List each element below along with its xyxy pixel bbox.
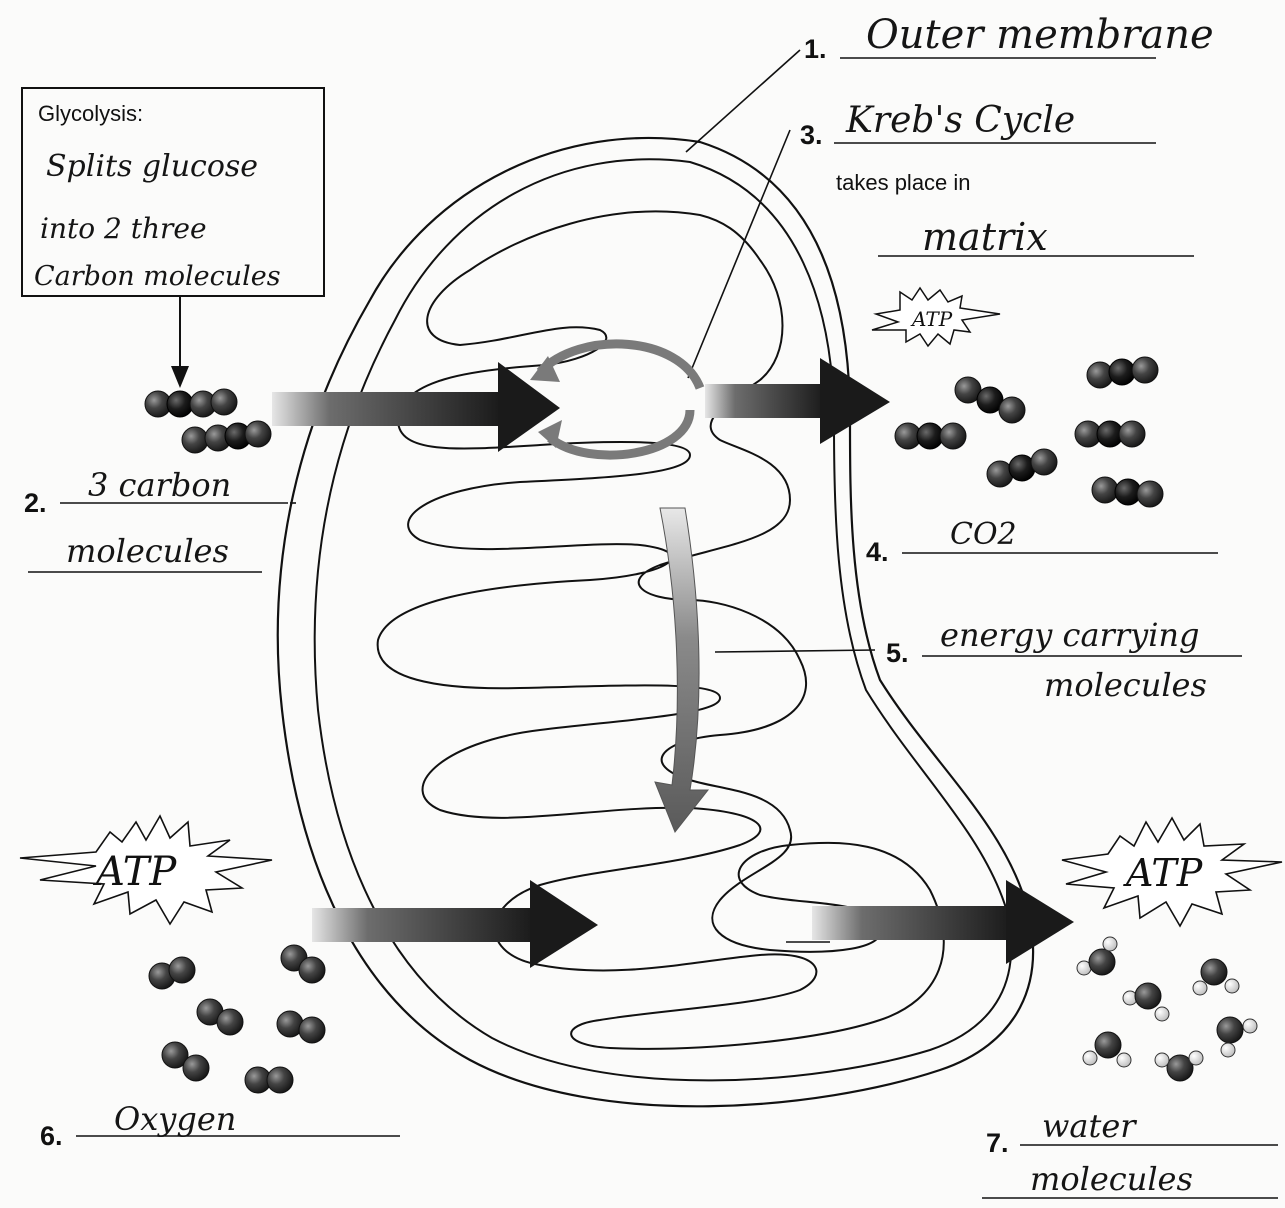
label-number: 4. <box>866 537 889 567</box>
oxygen-molecule-icon <box>149 945 325 1093</box>
atp-burst-icon: ATP <box>20 816 272 924</box>
answer-text: molecules <box>66 532 229 570</box>
atp-label-left: ATP <box>92 849 177 895</box>
arrow-oxygen-in <box>312 880 598 968</box>
co2-molecule-icon <box>895 357 1163 507</box>
glycolysis-heading: Glycolysis: <box>38 101 143 126</box>
answer-text: water <box>1042 1107 1137 1145</box>
answer-text-matrix: matrix <box>922 215 1048 259</box>
mitochondrion <box>278 138 1033 1106</box>
arrow-out-co2 <box>705 358 890 444</box>
atp-burst-icon: ATP <box>1062 818 1282 926</box>
label-3-krebs-cycle: 3. Kreb's Cycle takes place in matrix <box>800 100 1194 259</box>
answer-text: Kreb's Cycle <box>845 100 1075 141</box>
glycolysis-box: Glycolysis: Splits glucose into 2 three … <box>22 88 324 388</box>
krebs-cycle-arrows <box>530 344 700 455</box>
label-6-oxygen: 6. Oxygen <box>40 1100 400 1151</box>
answer-text: energy carrying <box>940 616 1200 654</box>
answer-text: molecules <box>1044 666 1207 704</box>
three-carbon-molecule-icon <box>145 389 271 453</box>
answer-text: Outer membrane <box>866 12 1214 58</box>
label-number: 3. <box>800 120 823 150</box>
water-molecule-icon <box>1077 937 1257 1081</box>
answer-text: molecules <box>1030 1160 1193 1198</box>
answer-text: 3 carbon <box>88 466 231 504</box>
atp-burst-icon: ATP <box>872 288 1000 346</box>
answer-text: CO2 <box>950 517 1017 552</box>
label-7-water: 7. water molecules <box>982 1107 1278 1198</box>
label-2-three-carbon: 2. 3 carbon molecules <box>24 466 288 572</box>
label-number: 2. <box>24 488 47 518</box>
label-4-co2: 4. CO2 <box>866 517 1218 567</box>
label-number: 7. <box>986 1128 1009 1158</box>
glycolysis-answer-line-2: into 2 three <box>40 212 207 245</box>
glycolysis-answer-line-1: Splits glucose <box>46 149 258 184</box>
label-number: 6. <box>40 1121 63 1151</box>
printed-text: takes place in <box>836 170 971 195</box>
atp-label-top: ATP <box>910 307 953 331</box>
label-number: 1. <box>804 34 827 64</box>
answer-text: Oxygen <box>114 1100 236 1138</box>
glycolysis-answer-line-3: Carbon molecules <box>34 261 281 292</box>
label-number: 5. <box>886 638 909 668</box>
arrow-into-matrix <box>272 362 560 452</box>
label-1-outer-membrane: 1. Outer membrane <box>804 12 1214 64</box>
label-5-energy-carrying: 5. energy carrying molecules <box>886 616 1242 704</box>
atp-label-right: ATP <box>1123 851 1204 895</box>
